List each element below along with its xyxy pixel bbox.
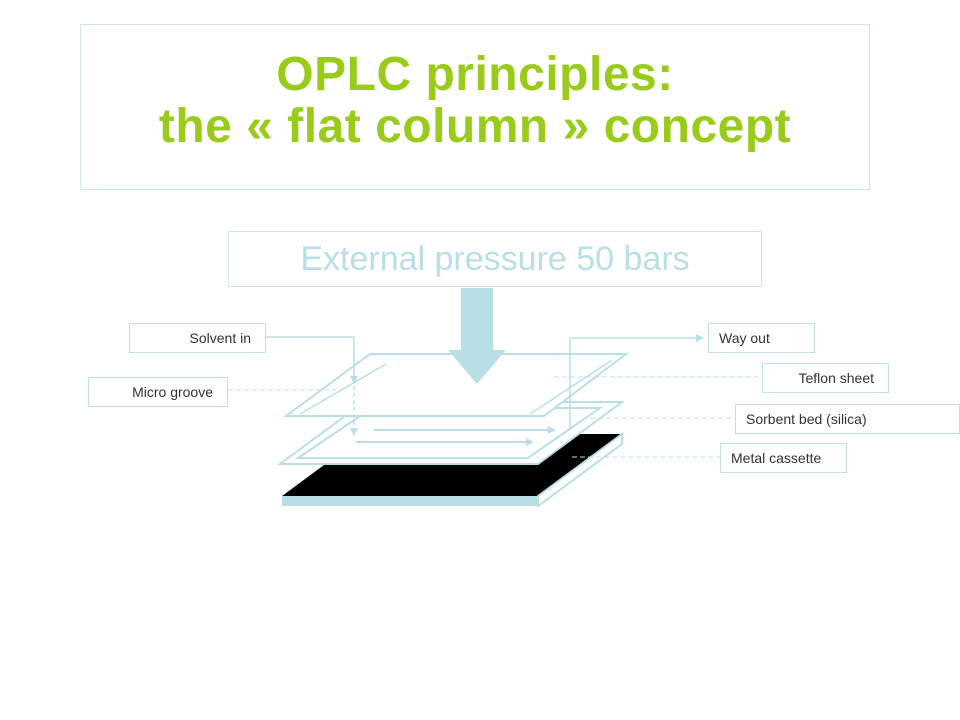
solvent-in-arrowhead <box>350 376 358 384</box>
flow-arrow-upper-head <box>548 426 556 434</box>
pressure-arrow-shaft <box>461 288 493 350</box>
pressure-arrow-head <box>448 350 506 384</box>
flow-arrow-lower-head <box>526 438 534 446</box>
teflon-sheet <box>282 353 629 417</box>
metal-cassette-front <box>282 496 538 506</box>
metal-cassette-side <box>537 432 623 508</box>
sorbent-bed-outer <box>276 401 626 465</box>
title-line-2: the « flat column » concept <box>158 100 792 153</box>
sorbent-bed-inner <box>294 407 604 459</box>
metal-cassette-label: Metal cassette <box>720 443 847 473</box>
micro-groove-right <box>529 359 613 415</box>
title-line-1: OPLC principles: <box>276 48 674 101</box>
way-out-label: Way out <box>708 323 815 353</box>
micro-groove-label: Micro groove <box>88 377 228 407</box>
micro-groove-left <box>299 363 387 415</box>
solvent-in-label: Solvent in <box>129 323 266 353</box>
sorbent-bed-label: Sorbent bed (silica) <box>735 404 960 434</box>
solvent-down-arrowhead <box>350 428 358 436</box>
solvent-in-line <box>266 336 355 378</box>
external-pressure-label: External pressure 50 bars <box>228 231 762 287</box>
teflon-sheet-label: Teflon sheet <box>762 363 889 393</box>
title-box: OPLC principles: the « flat column » con… <box>80 24 870 190</box>
way-out-line <box>569 337 696 430</box>
way-out-arrowhead <box>696 334 704 342</box>
